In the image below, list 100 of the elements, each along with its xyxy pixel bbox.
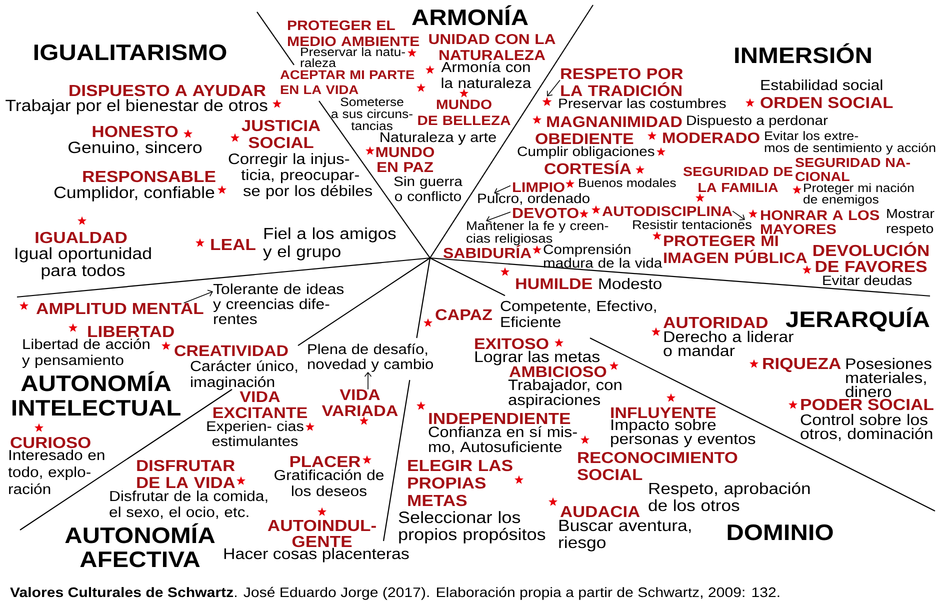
value-name: RECONOCIMIENTO SOCIAL xyxy=(578,452,738,480)
value-description: Hacer cosas placenteras xyxy=(224,548,409,562)
value-name: IGUALDAD xyxy=(36,232,127,244)
value-name: CORTESÍA xyxy=(544,160,632,174)
value-name: MAGNANIMIDAD xyxy=(547,116,682,128)
value-name: PLACER xyxy=(290,456,360,468)
value-description: Corregir la injus- ticia, preocupar- se por los débiles xyxy=(228,153,372,200)
value-name: DEVOTO xyxy=(513,208,578,218)
region-heading: AUTONOMÍA AFECTIVA xyxy=(65,523,215,568)
value-description: Trabajador, con aspiraciones xyxy=(508,379,622,408)
value-name: MUNDO EN PAZ xyxy=(376,147,434,172)
value-description: Trabajar por el bienestar de otros xyxy=(6,99,268,114)
value-name: SEGURIDAD DE LA FAMILIA xyxy=(683,166,792,192)
value-description: Modesto xyxy=(599,278,662,290)
value-name: RESPONSABLE xyxy=(83,170,216,182)
value-description: Someterse a sus circuns- tancias xyxy=(332,98,412,130)
arrow xyxy=(364,372,372,390)
value-description: Sin guerra o conflicto xyxy=(394,176,462,202)
region-heading: IGUALITARISMO xyxy=(34,44,226,60)
arrow xyxy=(486,212,511,223)
value-name: DEVOLUCIÓN DE FAVORES xyxy=(814,242,928,272)
value-name: LIMPIO xyxy=(513,182,564,192)
value-description: Cumplidor, confiable xyxy=(54,186,214,202)
value-description: Comprensión madura de la vida xyxy=(544,244,662,268)
value-description: Proteger mi nación de enemigos xyxy=(804,183,914,206)
value-description: Evitar deudas xyxy=(823,275,912,286)
value-name: OBEDIENTE xyxy=(536,133,634,144)
value-description: Evitar los extre- mos de sentimiento y acción xyxy=(764,131,936,155)
value-description: Libertad de acción y pensamiento xyxy=(22,338,150,368)
value-description: Igual oportunidad para todos xyxy=(16,247,151,280)
value-name: SABIDURÍA xyxy=(443,245,532,258)
value-name: MUNDO DE BELLEZA xyxy=(418,100,510,125)
value-name: VIDA VARIADA xyxy=(322,389,398,416)
value-name: AUTOINDUL- GENTE xyxy=(268,520,376,548)
value-name: PROTEGER MI IMAGEN PÚBLICA xyxy=(664,236,807,264)
value-name: MODERADO xyxy=(663,132,760,144)
value-name: INFLUYENTE xyxy=(611,407,716,418)
value-description: Buscar aventura, riesgo xyxy=(559,520,691,552)
value-description: Armonía con la naturaleza xyxy=(441,61,532,88)
star-marker xyxy=(542,97,552,106)
arrow xyxy=(183,290,213,304)
region-heading: AUTONOMÍA INTELECTUAL xyxy=(12,371,180,416)
value-description: Estabilidad social xyxy=(761,79,882,90)
value-description: Gratificación de los deseos xyxy=(274,469,384,496)
value-name: RESPETO POR LA TRADICIÓN xyxy=(561,68,683,96)
value-description: Respeto, aprobación de los otros xyxy=(648,482,810,512)
value-name: INDEPENDIENTE xyxy=(429,412,570,424)
value-description: Interesado en todo, explo- ración xyxy=(8,450,104,494)
value-name: ORDEN SOCIAL xyxy=(760,96,893,108)
value-description: Resistir tentaciones xyxy=(633,220,752,230)
value-name: JUSTICIA SOCIAL xyxy=(242,120,320,148)
value-name: DISPUESTO A AYUDAR xyxy=(70,84,266,96)
value-description: Preservar la natu- raleza xyxy=(300,47,405,68)
arrow xyxy=(494,185,511,195)
value-name: EXITOSO xyxy=(475,338,548,350)
value-description: Preservar las costumbres xyxy=(559,98,726,108)
value-description: Impacto sobre personas y eventos xyxy=(611,418,756,448)
value-name: ACEPTAR MI PARTE EN LA VIDA xyxy=(280,70,414,94)
value-description: Posesiones materiales, dinero xyxy=(846,358,932,398)
value-name: AMPLITUD MENTAL xyxy=(36,302,204,314)
value-name: PODER SOCIAL xyxy=(801,398,934,410)
value-description: Seleccionar los propios propósitos xyxy=(398,511,546,544)
arrow xyxy=(546,80,560,96)
value-name: AUTORIDAD xyxy=(663,316,768,328)
value-name: CAPAZ xyxy=(436,309,492,320)
value-description: Mostrar respeto xyxy=(886,209,934,236)
value-name: UNIDAD CON LA NATURALEZA xyxy=(429,34,556,60)
value-description: Naturaleza y arte xyxy=(380,132,496,145)
value-description: Experien- cias estimulantes xyxy=(207,420,304,446)
value-description: Derecho a liderar o mandar xyxy=(664,330,794,356)
value-name: HUMILDE xyxy=(516,278,592,290)
value-name: AMBICIOSO xyxy=(509,366,606,378)
value-description: Cumplir obligaciones xyxy=(518,146,654,159)
value-name: DISFRUTAR DE LA VIDA xyxy=(137,460,235,488)
caption: Valores Culturales de Schwartz. José Eduardo Jorge (2017). Elaboración propia a partir de Schwartz, 2009: 132. xyxy=(10,586,780,600)
value-description: Disfrutar de la comida, el sexo, el ocio, etc. xyxy=(110,490,268,519)
value-name: AUTODISCIPLINA xyxy=(602,206,732,216)
value-name: RIQUEZA xyxy=(763,358,841,372)
value-name: CREATIVIDAD xyxy=(174,345,288,356)
value-description: Fiel a los amigos y el grupo xyxy=(263,227,396,260)
value-description: Confianza en sí mis- mo, Autosuficiente xyxy=(428,426,577,454)
region-heading: INMERSIÓN xyxy=(735,43,871,64)
value-name: VIDA EXCITANTE xyxy=(213,391,308,418)
value-description: Tolerante de ideas y creencias dife- rentes xyxy=(213,283,344,324)
value-name: HONESTO xyxy=(92,126,178,138)
value-name: CURIOSO xyxy=(10,436,90,448)
value-description: Dispuesto a perdonar xyxy=(687,115,828,128)
region-heading: DOMINIO xyxy=(728,524,833,540)
value-name: LIBERTAD xyxy=(88,326,174,337)
value-name: AUDACIA xyxy=(560,506,640,518)
value-description: Carácter único, imaginación xyxy=(190,360,298,390)
value-description: Pulcro, ordenado xyxy=(478,193,590,205)
value-description: Plena de desafío, novedad y cambio xyxy=(308,344,433,372)
value-description: Competente, Efectivo, Eficiente xyxy=(500,300,656,328)
value-name: LEAL xyxy=(211,238,256,250)
value-description: Lograr las metas xyxy=(475,350,600,366)
arrow xyxy=(732,210,745,220)
value-description: Mantener la fe y creen- cias religiosas xyxy=(466,220,608,246)
value-description: Genuino, sincero xyxy=(68,141,202,156)
value-description: Control sobre los otros, dominación xyxy=(800,414,932,441)
